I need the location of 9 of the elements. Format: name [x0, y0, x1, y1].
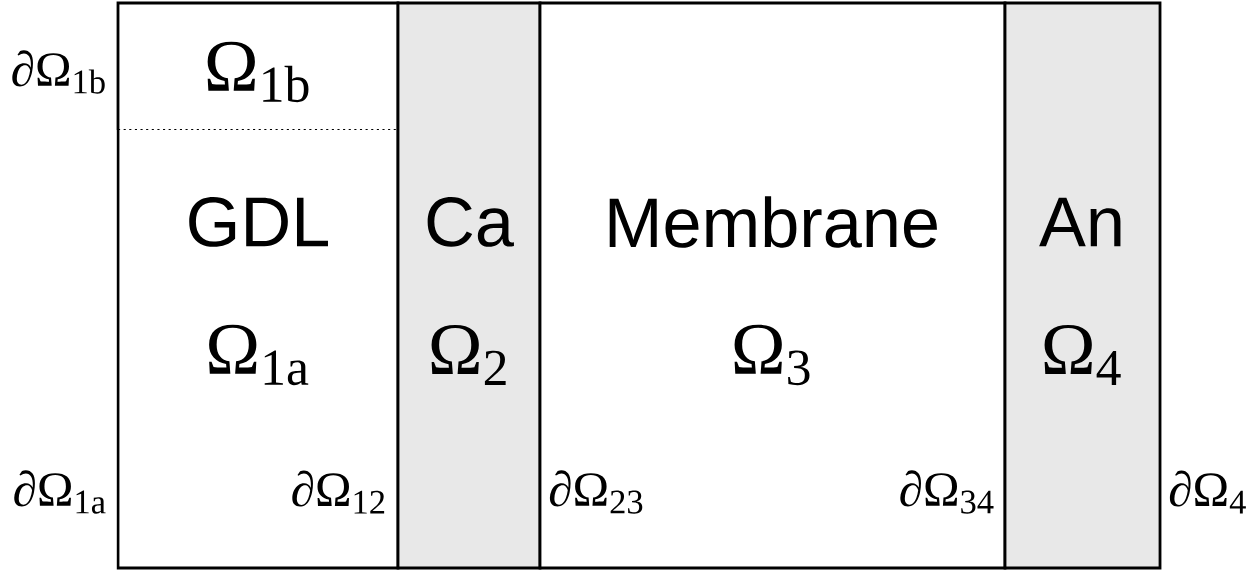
region-box: Ω$_{1b}$ — [116, 1, 400, 132]
boundary-label: ∂Ω$_{12}$ — [292, 470, 385, 514]
node-label: GDL — [189, 197, 328, 247]
region-box: An Ω$_{4}$ — [1003, 1, 1162, 570]
boundary-label: ∂Ω$_{1b}$ — [12, 50, 105, 94]
region-box: Ca Ω$_{2}$ — [396, 1, 542, 570]
node-label: Ω$_{1a}$ — [209, 324, 309, 386]
boundary-label: ∂Ω$_{34}$ — [900, 470, 994, 514]
boundary-label: ∂Ω$_{23}$ — [549, 470, 643, 514]
